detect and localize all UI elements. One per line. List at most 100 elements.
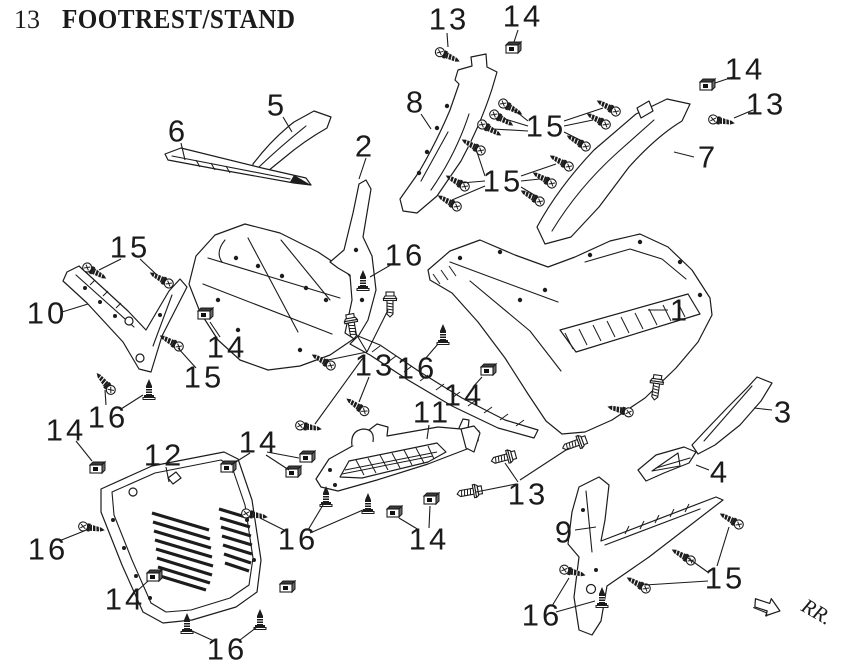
leader-line [504,118,529,127]
callout-number-15: 15 [526,109,566,144]
part-8-front-side-cover [399,53,498,214]
leader-line [520,186,537,197]
callout-number-9: 9 [555,515,575,550]
part-6-trim-strip [164,147,312,186]
bolt-fastener [489,447,518,468]
leader-line [475,148,486,177]
callout-number-13: 13 [746,87,786,122]
leader-line [714,76,734,84]
screw-fastener [593,96,623,119]
page-header: 13 FOOTREST/STAND [14,4,313,35]
screw-fastener [623,573,653,596]
leader-line [265,454,290,471]
callout-number-14: 14 [444,378,484,413]
screw-fastener [487,107,517,130]
leader-line [354,331,368,353]
callout-number-10: 10 [27,296,67,331]
leader-line [120,394,144,410]
part-4-trim-wedge [637,446,697,482]
leader-line [135,580,149,593]
leader-line [358,376,370,403]
leader-line [180,142,186,161]
leader-line [189,629,215,642]
leader-line [472,376,483,388]
leader-line [426,424,430,440]
callout-number-14: 14 [503,0,543,34]
screw-fastener [546,151,576,174]
callout-number-15: 15 [705,561,745,596]
leader-line [282,116,293,133]
leader-line [75,440,93,462]
callout-number-14: 14 [46,413,86,448]
leader-line [428,505,431,529]
callout-number-12: 12 [144,438,184,473]
leader-line [209,321,221,338]
leader-line [716,526,730,567]
leader-line [177,347,197,369]
callout-number-15: 15 [483,164,523,199]
leader-line [512,108,529,122]
leader-line [492,128,529,132]
screw-fastener [434,191,464,214]
leader-line [358,157,367,180]
leader-line [563,107,604,122]
callout-number-16: 16 [385,238,425,273]
leader-line [563,119,594,127]
leader-line [644,580,709,586]
callout-number-1: 1 [670,293,690,328]
leader-line [504,462,519,483]
leader-line [460,180,486,184]
callout-number-15: 15 [184,360,224,395]
callout-number-16: 16 [397,351,437,386]
callout-number-14: 14 [725,52,765,87]
part-3-trim [691,376,773,455]
part-1-step-floor-panel [427,233,713,435]
section-number: 13 [14,5,40,34]
leader-line [58,530,85,542]
leader-line [513,29,519,43]
rear-direction-label: RR. [797,593,837,630]
callout-number-16: 16 [28,532,68,567]
clip-fastener [505,41,522,54]
screw-fastener [343,394,372,418]
page-title: FOOTREST/STAND [62,4,296,34]
screw-fastener [146,268,176,291]
leader-line [519,447,570,481]
callout-number-16: 16 [522,598,562,633]
clip-fastener [285,465,302,478]
callout-number-7: 7 [698,140,718,175]
clip-fastener [699,78,716,91]
leader-line [520,163,557,177]
callout-number-13: 13 [508,477,548,512]
leader-line [695,464,710,471]
leader-line [398,517,420,531]
clip-fastener [386,505,403,518]
screw-fastener [668,545,698,568]
clip-fastener [89,461,106,474]
callout-number-11: 11 [413,395,451,430]
callout-number-5: 5 [267,88,287,123]
part-10-v-brace [62,265,188,373]
callout-number-16: 16 [278,522,318,557]
screw-fastener [77,520,107,536]
leader-line [230,452,251,466]
leader-line [314,354,366,425]
part-9-side-fin-panel [567,476,724,636]
leader-line [551,577,570,607]
leader-line [259,517,287,532]
vscrew-fastener [361,492,375,514]
callout-number-2: 2 [355,129,375,164]
leader-line [424,343,439,360]
vscrew-fastener [142,378,156,400]
callout-number-16: 16 [207,632,247,662]
vscrew-fastener [436,323,450,345]
part-2-footrest-bracket [188,179,539,442]
callout-number-3: 3 [774,395,794,430]
callout-number-4: 4 [710,455,730,490]
clip-fastener [299,450,316,463]
leader-line [165,466,170,483]
callout-number-15: 15 [110,230,150,265]
clip-fastener [480,363,497,376]
